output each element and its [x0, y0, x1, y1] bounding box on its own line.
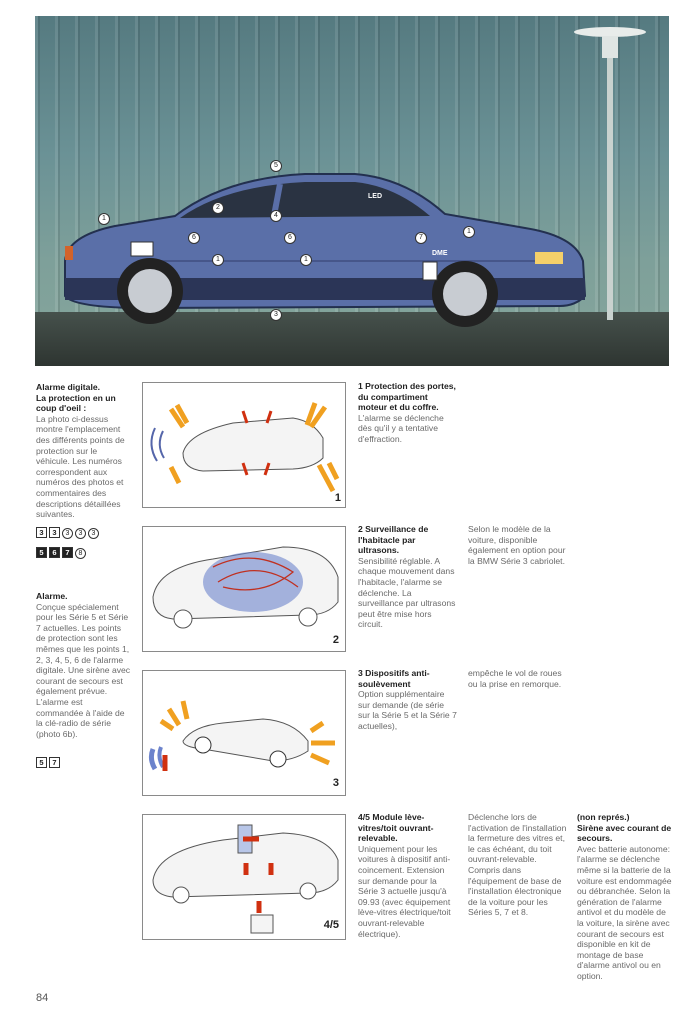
- section-3-body: Option supplémentaire sur demande (de sé…: [358, 689, 457, 731]
- hero-marker-2: 2: [212, 202, 224, 214]
- hero-marker-6b: 6: [284, 232, 296, 244]
- car-side-view: [64, 173, 587, 327]
- left-intro-body: La photo ci-dessus montre l'emplacement …: [36, 413, 125, 520]
- hero-marker-1b: 1: [463, 226, 475, 238]
- siren-body: Avec batterie autonome: l'alarme se décl…: [577, 843, 672, 981]
- section-1: 1 Protection des portes, du compartiment…: [358, 381, 458, 445]
- num-icon: 3: [62, 528, 73, 539]
- siren-note: (non représ.): [577, 812, 630, 822]
- section-4-col3: (non représ.) Sirène avec courant de sec…: [577, 812, 673, 982]
- figure-4-5-illustration: [152, 824, 339, 934]
- figure-4-5-number: 4/5: [323, 919, 339, 931]
- num-icon: 7: [62, 547, 73, 558]
- num-icon: 3: [88, 528, 99, 539]
- left-column-intro: Alarme digitale. La protection en un cou…: [36, 382, 131, 520]
- figure-1-illustration: [150, 402, 340, 493]
- num-icon: 6: [49, 547, 60, 558]
- dme-label: DME: [432, 250, 448, 257]
- section-2-body: Sensibilité réglable. A chaque mouvement…: [358, 555, 456, 630]
- figure-1-number: 1: [334, 492, 341, 504]
- section-3: 3 Dispositifs anti-soulèvement Option su…: [358, 668, 458, 732]
- hero-marker-1a: 1: [98, 213, 110, 225]
- num-icon: 5: [36, 757, 47, 768]
- section-2-col2: Selon le modèle de la voiture, disponibl…: [468, 524, 566, 566]
- figure-1: 1: [142, 382, 346, 508]
- figure-3-number: 3: [332, 777, 339, 789]
- hero-marker-1d: 1: [300, 254, 312, 266]
- hero-marker-7: 7: [415, 232, 427, 244]
- hero-photo: 5 1 2 4 6 6 7 1 1 1 3 LED DME: [35, 16, 669, 366]
- num-icon: 3: [36, 527, 47, 538]
- left-heading-digital: Alarme digitale.: [36, 382, 100, 392]
- page-number: 84: [36, 992, 49, 1004]
- left-alarme-body: Conçue spécialement pour les Série 5 et …: [36, 601, 131, 739]
- section-3-title: 3 Dispositifs anti-soulèvement: [358, 668, 430, 689]
- section-1-title: 1 Protection des portes, du compartiment…: [358, 381, 456, 413]
- figure-2-illustration: [152, 546, 339, 629]
- section-2: 2 Surveillance de l'habitacle par ultras…: [358, 524, 458, 630]
- left-heading-protection: La protection en un coup d'oeil :: [36, 392, 116, 414]
- section-4-col2: Déclenche lors de l'activation de l'inst…: [468, 812, 567, 918]
- street-lamp: [574, 27, 646, 320]
- figure-2: 2: [142, 526, 346, 652]
- left-heading-alarme: Alarme.: [36, 591, 68, 601]
- section-1-body: L'alarme se déclenche dès qu'il y a tent…: [358, 412, 444, 444]
- hero-marker-3: 3: [270, 309, 282, 321]
- hero-marker-6a: 6: [188, 232, 200, 244]
- section-4-title: 4/5 Module lève-vitres/toit ouvrant-rele…: [358, 812, 434, 844]
- section-4: 4/5 Module lève-vitres/toit ouvrant-rele…: [358, 812, 458, 939]
- siren-title: Sirène avec courant de secours.: [577, 822, 672, 844]
- num-icon: 7: [49, 757, 60, 768]
- hero-marker-5: 5: [270, 160, 282, 172]
- num-icon: 3: [75, 528, 86, 539]
- section-3-col2: empêche le vol de roues ou la prise en r…: [468, 668, 562, 689]
- num-icon: 8: [75, 548, 86, 559]
- left-column-alarme: Alarme. Conçue spécialement pour les Sér…: [36, 591, 131, 739]
- num-icon: 5: [36, 547, 47, 558]
- hero-marker-1c: 1: [212, 254, 224, 266]
- figure-4-5: 4/5: [142, 814, 346, 940]
- figure-3: 3: [142, 670, 346, 796]
- figure-2-number: 2: [332, 634, 339, 646]
- section-4-body: Uniquement pour les voitures à dispositi…: [358, 843, 451, 939]
- hero-marker-4: 4: [270, 210, 282, 222]
- section-2-title: 2 Surveillance de l'habitacle par ultras…: [358, 524, 429, 556]
- figure-3-illustration: [148, 700, 335, 771]
- led-label: LED: [368, 193, 382, 200]
- num-icon: 3: [49, 527, 60, 538]
